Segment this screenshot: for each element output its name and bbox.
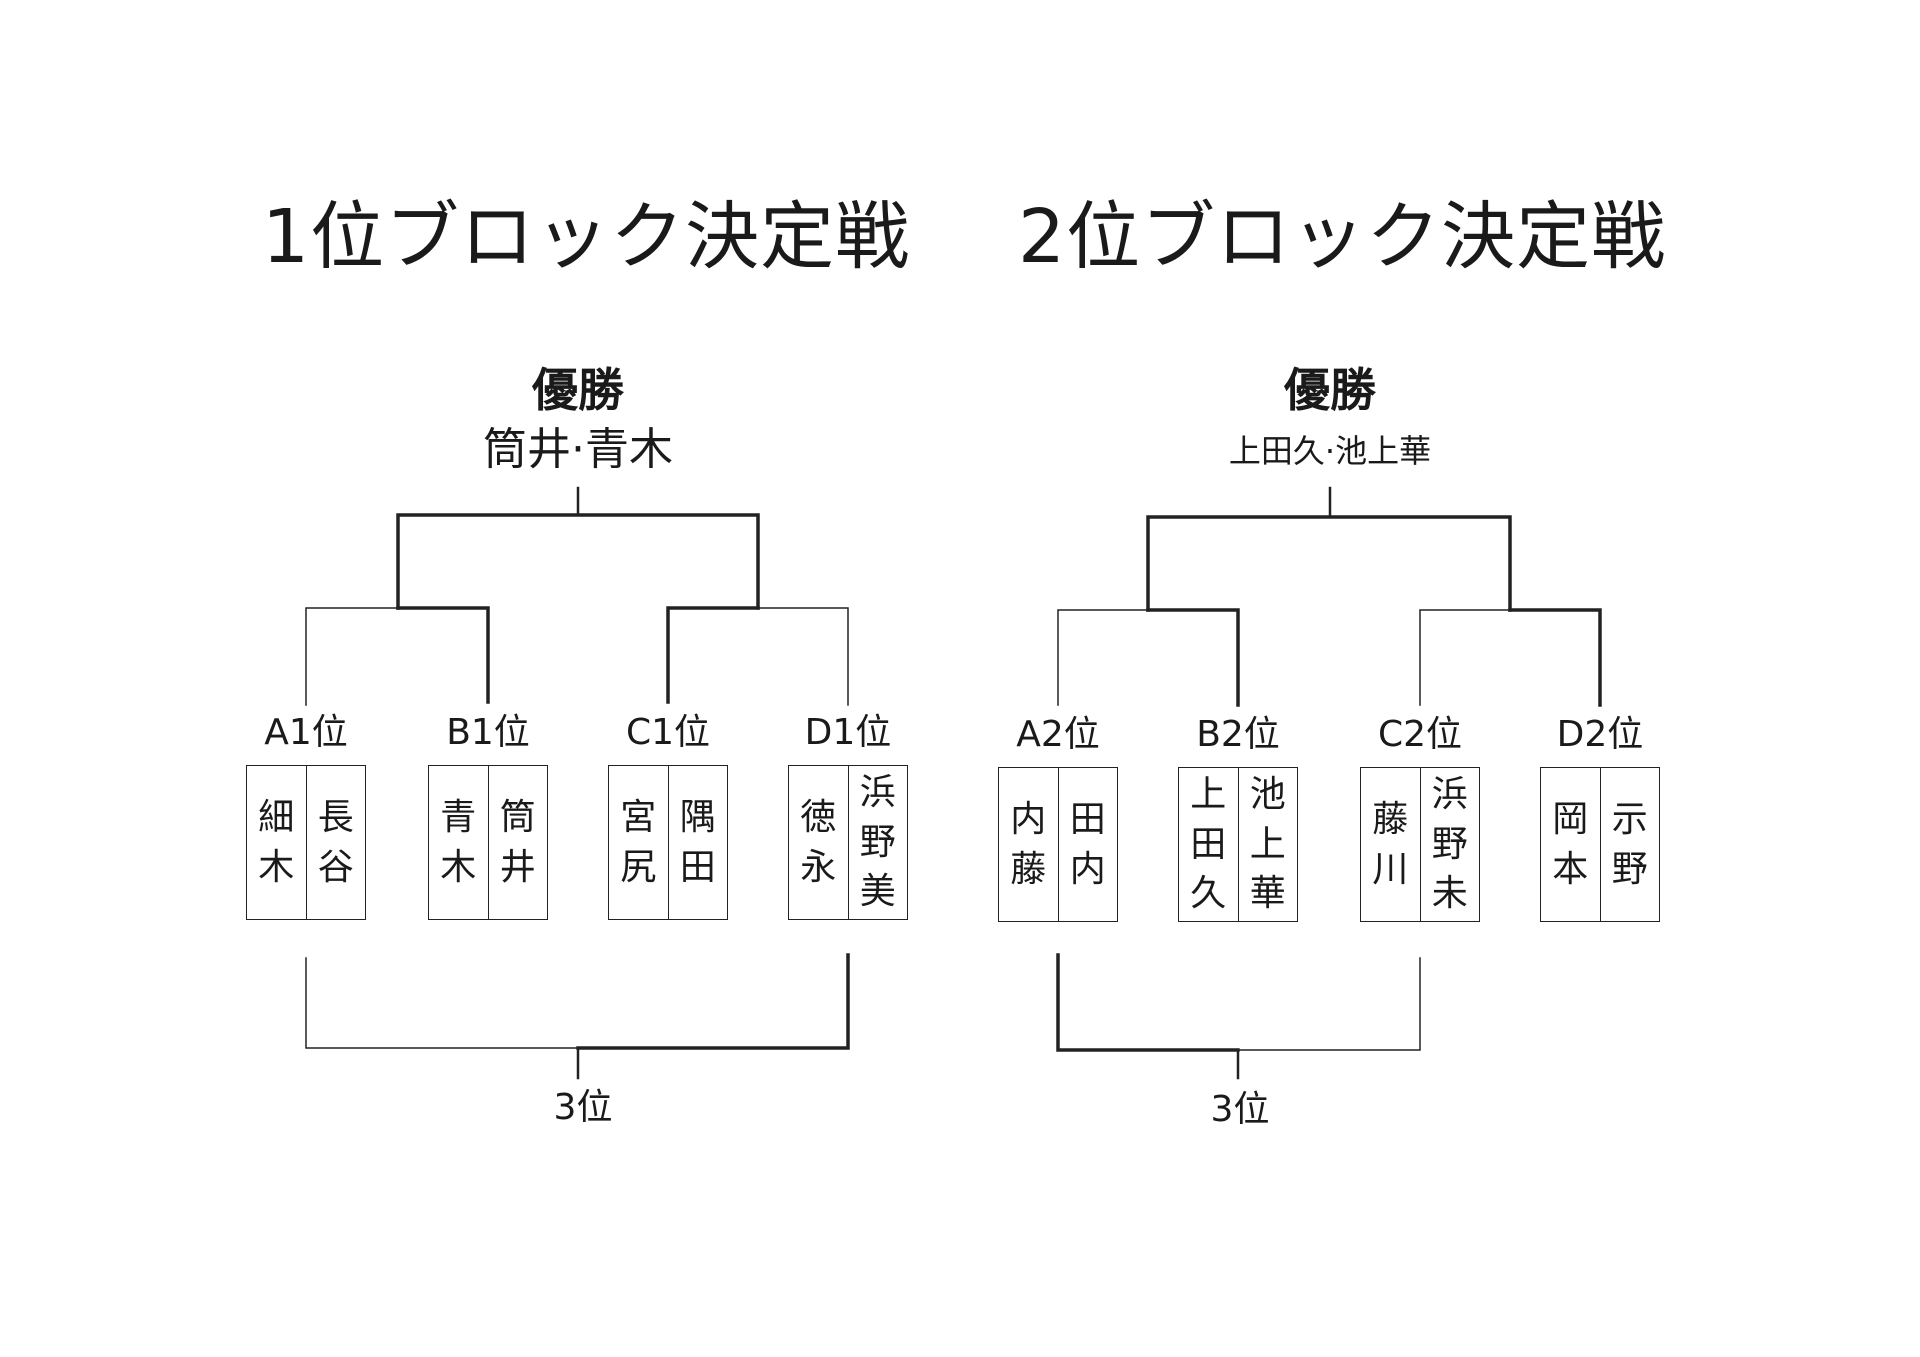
team-box-d1: 徳永 浜野美 [788,765,908,920]
bracket-2-line-b2 [1146,608,1240,707]
player-name-vertical: 内藤 [999,768,1058,921]
team-box-d2: 岡本 示野 [1540,767,1660,922]
player-name-vertical: 筒井 [487,766,548,919]
bracket-2-line-a2 [1057,609,1149,706]
name-glyph: 野 [1611,848,1648,890]
seed-label-c2: C2位 [1377,714,1463,755]
name-glyph: 細 [258,796,295,838]
bracket-2-title: 2位ブロック決定戦 [1018,194,1667,280]
bracket-1-line-a1 [305,607,399,706]
name-glyph: 浜 [859,771,896,813]
bracket-1-title: 1位ブロック決定戦 [262,194,911,280]
name-glyph: 野 [1431,823,1468,865]
player-name-vertical: 宮尻 [609,766,668,919]
team-box-a2: 内藤 田内 [998,767,1118,922]
name-glyph: 尻 [620,846,657,888]
bracket-1-line-third-right [576,953,850,1050]
player-name-vertical: 示野 [1599,768,1660,921]
name-glyph: 田 [1190,823,1227,865]
name-glyph: 上 [1249,823,1286,865]
name-glyph: 田 [1069,798,1106,840]
name-glyph: 徳 [800,796,837,838]
name-glyph: 上 [1190,773,1227,815]
name-glyph: 永 [800,846,837,888]
player-name-vertical: 青木 [429,766,488,919]
player-name-vertical: 池上華 [1237,768,1298,921]
player-name-vertical: 田内 [1057,768,1118,921]
player-name-vertical: 浜野未 [1419,768,1480,921]
name-glyph: 筒 [499,796,536,838]
name-glyph: 宮 [620,796,657,838]
player-name-vertical: 長谷 [305,766,366,919]
name-glyph: 川 [1372,848,1409,890]
seed-label-a2: A2位 [1016,714,1100,755]
player-name-vertical: 岡本 [1541,768,1600,921]
name-glyph: 田 [679,846,716,888]
team-box-b1: 青木 筒井 [428,765,548,920]
player-name-vertical: 藤川 [1361,768,1420,921]
name-glyph: 浜 [1431,773,1468,815]
player-name-vertical: 浜野美 [847,766,908,919]
seed-label-a1: A1位 [264,712,348,753]
name-glyph: 内 [1069,848,1106,890]
bracket-1-line-final [396,513,760,610]
name-glyph: 未 [1431,873,1468,915]
name-glyph: 谷 [317,846,354,888]
player-name-vertical: 徳永 [789,766,848,919]
bracket-1-winner-name: 筒井·青木 [483,424,673,475]
bracket-2-line-third-left [1056,953,1240,1052]
seed-label-c1: C1位 [625,712,711,753]
seed-label-d2: D2位 [1556,714,1644,755]
bracket-1-winner-label: 優勝 [532,363,624,417]
player-name-vertical: 細木 [247,766,306,919]
name-glyph: 岡 [1552,798,1589,840]
bracket-2-winner-name: 上田久·池上華 [1228,432,1432,470]
name-glyph: 美 [859,871,896,913]
team-box-c1: 宮尻 隅田 [608,765,728,920]
bracket-1-line-third-left [305,957,579,1049]
bracket-2-third-label: 3位 [1210,1089,1270,1130]
bracket-2-line-c2 [1419,609,1511,706]
name-glyph: 青 [440,796,477,838]
name-glyph: 井 [499,846,536,888]
name-glyph: 藤 [1372,798,1409,840]
name-glyph: 木 [440,846,477,888]
name-glyph: 久 [1190,873,1227,915]
bracket-2-winner-label: 優勝 [1284,363,1376,417]
bracket-1-line-d1 [757,607,849,706]
bracket-1-line-c1 [666,606,760,704]
bracket-2-line-third-right [1237,957,1421,1051]
bracket-1-third-label: 3位 [553,1087,613,1128]
bracket-2-line-d2 [1508,608,1602,707]
name-glyph: 木 [258,846,295,888]
team-box-c2: 藤川 浜野未 [1360,767,1480,922]
name-glyph: 池 [1249,773,1286,815]
player-name-vertical: 上田久 [1179,768,1238,921]
name-glyph: 藤 [1010,848,1047,890]
name-glyph: 示 [1611,798,1648,840]
team-box-b2: 上田久 池上華 [1178,767,1298,922]
seed-label-b2: B2位 [1196,714,1280,755]
team-box-a1: 細木 長谷 [246,765,366,920]
bracket-1-line-b1 [396,606,490,704]
seed-label-b1: B1位 [446,712,530,753]
name-glyph: 内 [1010,798,1047,840]
name-glyph: 隅 [679,796,716,838]
bracket-2-line-final [1146,515,1512,612]
name-glyph: 野 [859,821,896,863]
name-glyph: 長 [317,796,354,838]
player-name-vertical: 隅田 [667,766,728,919]
name-glyph: 本 [1552,848,1589,890]
seed-label-d1: D1位 [804,712,892,753]
name-glyph: 華 [1249,873,1286,915]
